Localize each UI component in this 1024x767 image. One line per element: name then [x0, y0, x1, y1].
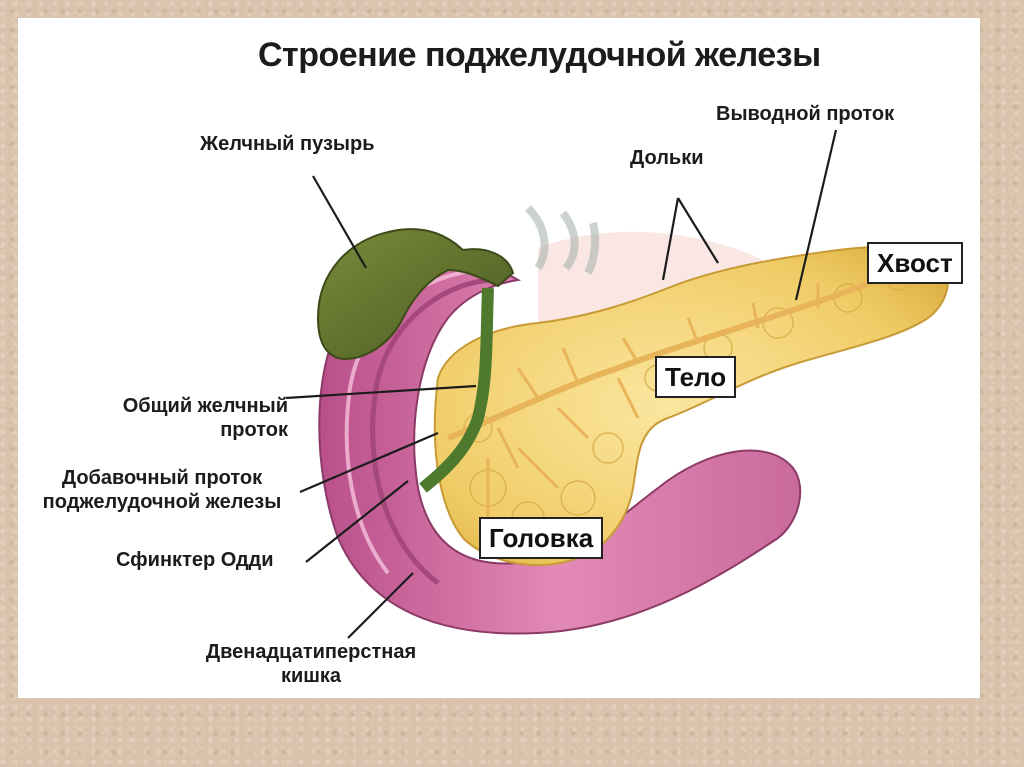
label-body: Тело [655, 356, 736, 398]
label-duodenum-line2: кишка [186, 664, 436, 688]
page-title: Строение поджелудочной железы [258, 36, 858, 75]
label-accessory-duct-line2: поджелудочной железы [22, 490, 302, 514]
leader-gallbladder [313, 176, 366, 268]
label-accessory-duct: Добавочный проток поджелудочной железы [22, 466, 302, 514]
label-lobules: Дольки [630, 146, 704, 170]
label-common-bile-duct-line1: Общий желчный [78, 394, 288, 418]
label-tail: Хвост [867, 242, 963, 284]
label-duct: Выводной проток [716, 102, 894, 126]
label-duodenum-line1: Двенадцатиперстная [186, 640, 436, 664]
label-duodenum: Двенадцатиперстная кишка [186, 640, 436, 688]
label-common-bile-duct-line2: проток [78, 418, 288, 442]
label-common-bile-duct: Общий желчный проток [78, 394, 288, 442]
label-sphincter: Сфинктер Одди [116, 548, 274, 572]
label-accessory-duct-line1: Добавочный проток [22, 466, 302, 490]
label-head: Головка [479, 517, 603, 559]
label-gallbladder: Желчный пузырь [200, 132, 375, 156]
slide: Строение поджелудочной железы Желчный пу… [18, 18, 980, 698]
